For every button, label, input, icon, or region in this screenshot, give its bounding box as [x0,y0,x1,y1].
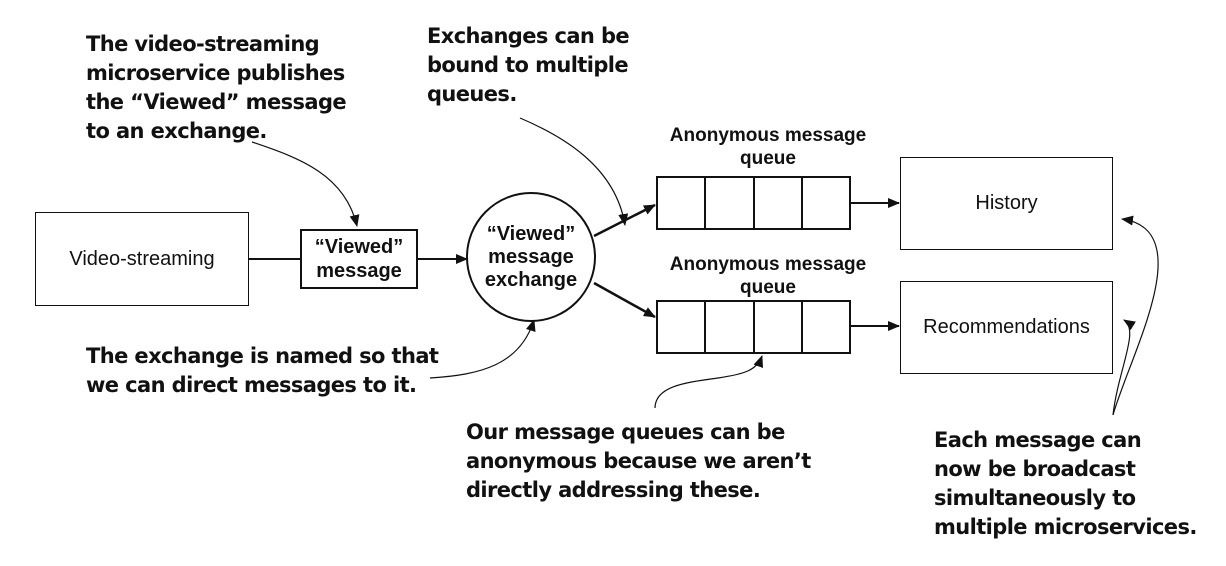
queue-slot [803,302,849,352]
queue-slot [755,302,803,352]
bottom-queue-label: Anonymous message queue [669,254,867,298]
recommendations-label: Recommendations [923,316,1090,338]
queue-slot [706,302,755,352]
broadcast-note-to-history-pointer [1112,215,1159,416]
viewed-message-box: “Viewed” message [300,229,418,289]
queue-slot [658,302,707,352]
queue-slot [706,178,755,228]
publish-note: The video-streaming microservice publish… [86,32,347,143]
queue-slot [658,178,707,228]
recommendations-box: Recommendations [900,281,1113,374]
video-streaming-label: Video-streaming [69,247,215,270]
bound-note: Exchanges can be bound to multiple queue… [427,24,630,106]
history-box: History [900,157,1113,250]
history-label: History [975,192,1038,214]
publish-note-pointer [251,141,360,227]
exchange-label: “Viewed” message exchange [484,222,578,291]
viewed-message-exchange: “Viewed” message exchange [466,192,596,322]
exchange-to-bottom-queue-arrow [593,281,656,319]
anonymous-note-pointer [654,355,764,409]
bound-note-pointer [519,117,629,226]
queue-slot [755,178,803,228]
queue-slot [803,178,849,228]
viewed-message-label: “Viewed” message [314,236,404,282]
broadcast-note: Each message can now be broadcast simult… [934,428,1197,539]
anonymous-note: Our message queues can be anonymous beca… [466,420,811,502]
bottom-message-queue [656,300,851,354]
named-note: The exchange is named so that we can dir… [86,344,439,397]
top-message-queue [656,176,851,230]
video-streaming-box: Video-streaming [35,212,249,306]
top-queue-label: Anonymous message queue [669,125,867,169]
broadcast-note-to-recommendations-pointer [1112,319,1136,416]
named-note-pointer [429,319,536,379]
